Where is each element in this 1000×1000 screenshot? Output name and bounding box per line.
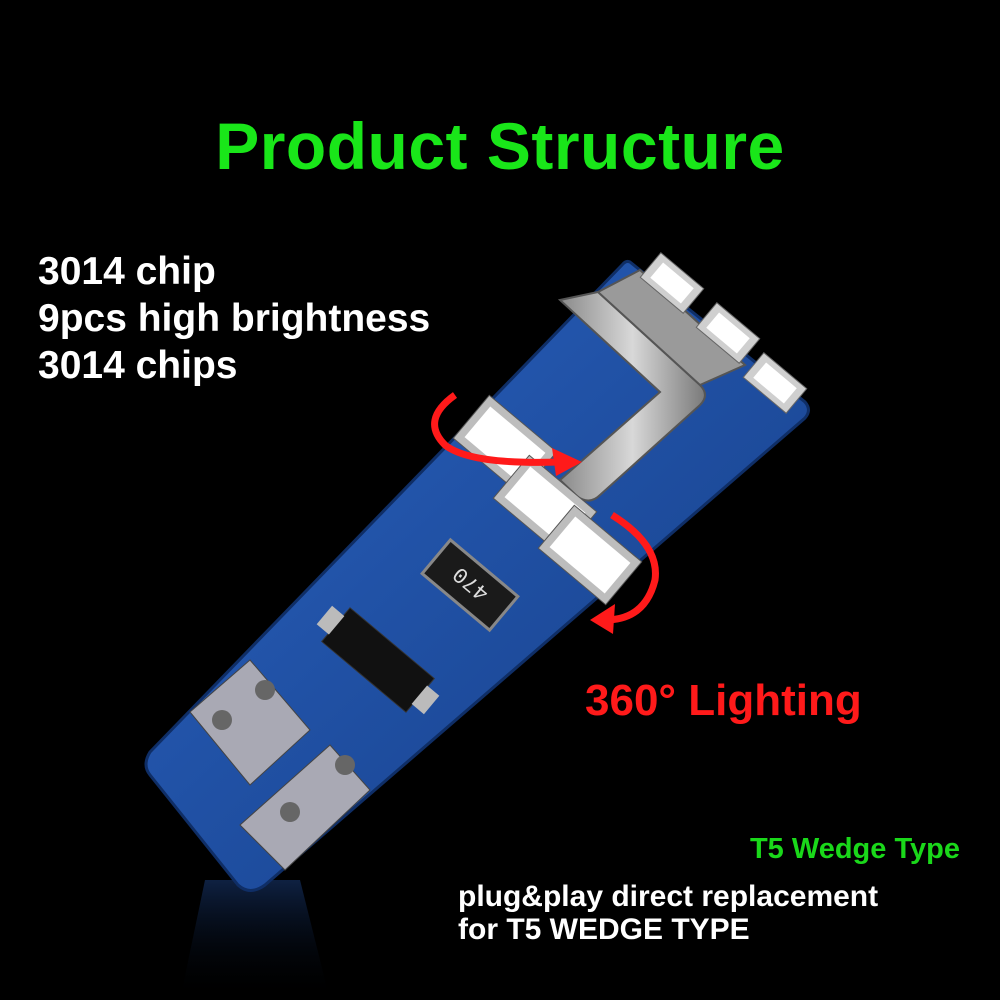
replacement-line-1: plug&play direct replacement bbox=[458, 880, 879, 913]
replacement-description: plug&play direct replacement for T5 WEDG… bbox=[458, 880, 878, 946]
page-title: Product Structure bbox=[215, 109, 785, 183]
bulb-reflection bbox=[180, 880, 330, 1000]
diode bbox=[316, 605, 440, 715]
lighting-label: 360° Lighting bbox=[585, 676, 862, 725]
rotation-arrow-icon bbox=[431, 392, 659, 624]
wedge-type-label: T5 Wedge Type bbox=[749, 833, 960, 865]
top-led-chips bbox=[639, 252, 808, 414]
chip-line-3: 3014 chips bbox=[38, 344, 238, 387]
chip-line-1: 3014 chip bbox=[38, 250, 216, 293]
chip-description: 3014 chip 9pcs high brightness 3014 chip… bbox=[38, 248, 430, 389]
chip-line-2: 9pcs high brightness bbox=[38, 297, 431, 340]
replacement-line-2: for T5 WEDGE TYPE bbox=[458, 913, 750, 946]
arrow-heads bbox=[552, 448, 615, 634]
resistor: 470 bbox=[420, 537, 520, 633]
contact-pads bbox=[189, 659, 371, 871]
